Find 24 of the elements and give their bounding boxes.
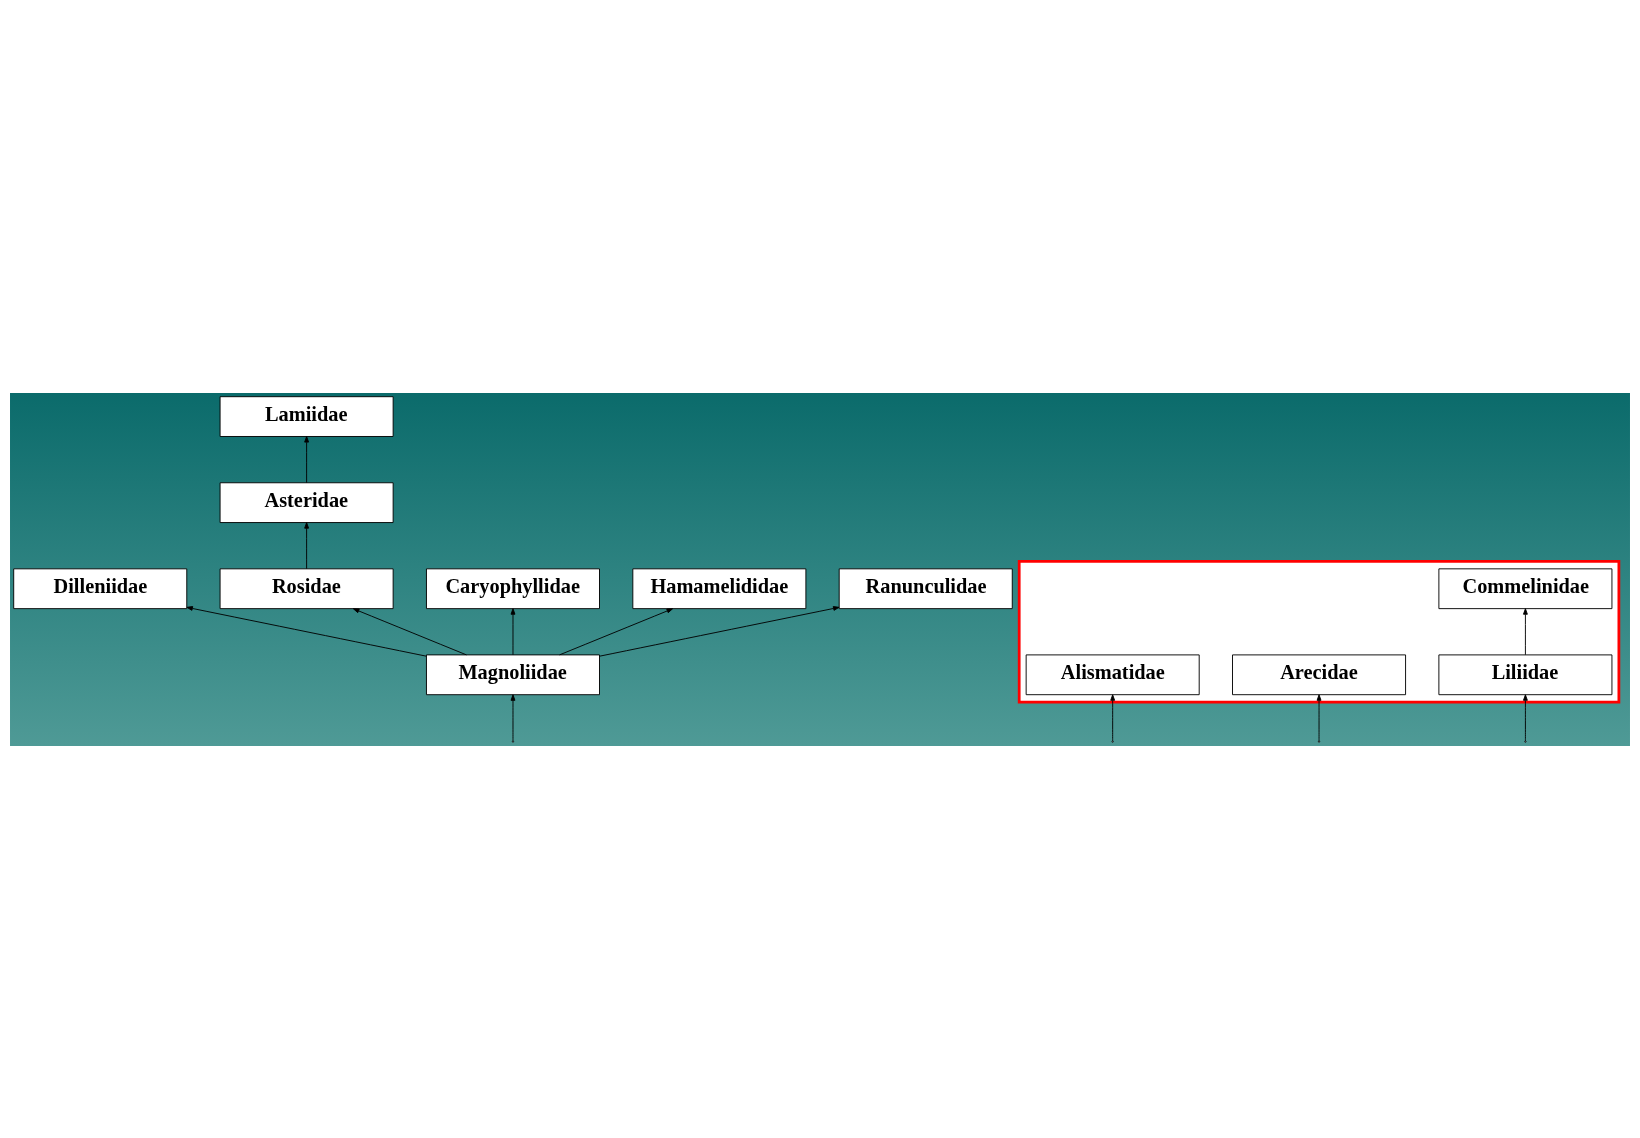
- arrow: [1110, 693, 1116, 741]
- arrow: [304, 435, 310, 483]
- arrow: [352, 607, 467, 655]
- node-box: Hamamelididae: [632, 567, 807, 609]
- node-box: Commelinidae: [1438, 567, 1613, 609]
- arrow: [510, 607, 516, 655]
- node-box: Rosidae: [219, 567, 394, 609]
- node-box: Magnoliidae: [426, 653, 600, 695]
- arrow: [1523, 693, 1528, 741]
- arrow: [304, 521, 310, 569]
- arrow: [510, 693, 516, 741]
- node-box: Lamiidae: [219, 395, 394, 437]
- node-box: Ranunculidae: [838, 567, 1013, 609]
- arrow: [559, 607, 674, 655]
- arrow: [1523, 607, 1528, 655]
- arrow: [186, 605, 427, 657]
- node-box: Alismatidae: [1025, 653, 1200, 695]
- node-box: Liliidae: [1438, 653, 1613, 695]
- node-box: Asteridae: [219, 481, 394, 523]
- arrow: [599, 605, 840, 657]
- arrow: [1316, 693, 1322, 741]
- node-box: Caryophyllidae: [426, 567, 600, 609]
- node-box: Arecidae: [1232, 653, 1407, 695]
- node-box: Dilleniidae: [13, 567, 188, 609]
